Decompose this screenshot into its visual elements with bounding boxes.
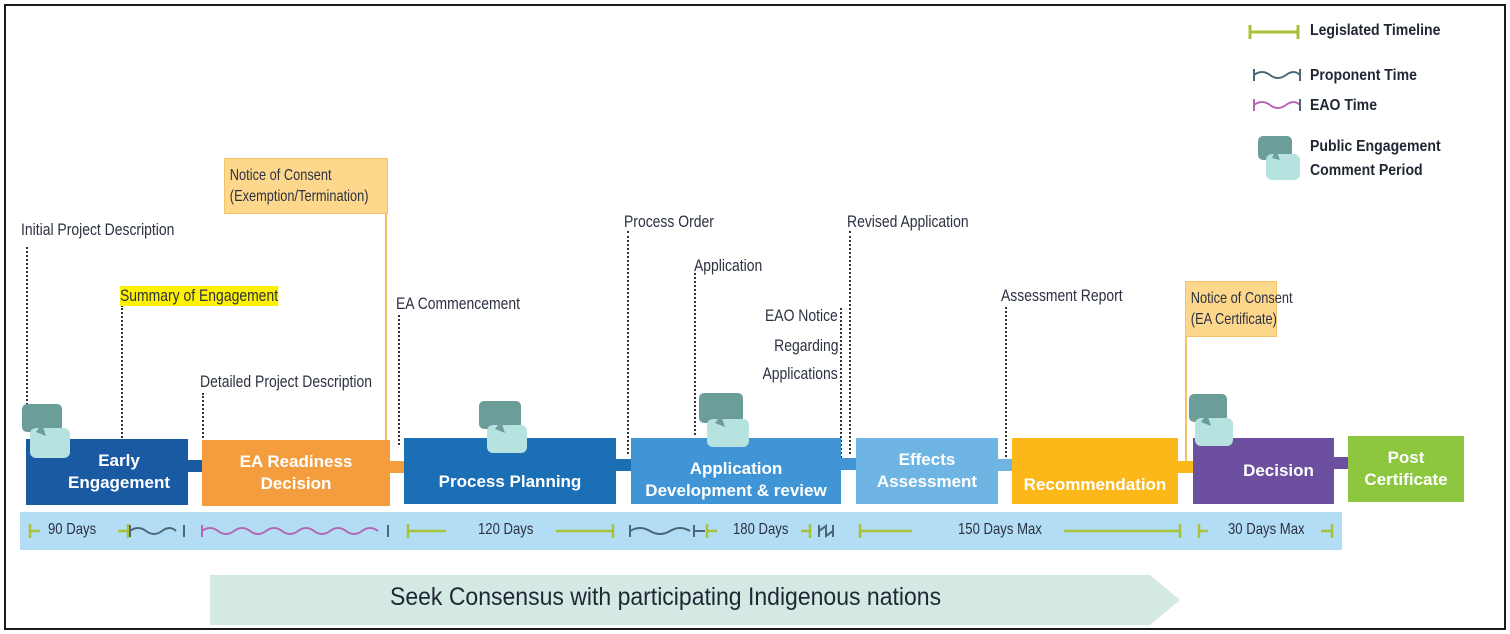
stage-planning-label: Process Planning (438, 472, 582, 491)
revised-label: Revised Application (847, 212, 969, 231)
comment-bubble-legend-icon (1258, 136, 1300, 180)
consensus-label: Seek Consensus with participating Indige… (390, 583, 942, 611)
eao-notice-line2: Regarding (773, 336, 838, 355)
eao-notice-line3: Applications (762, 364, 838, 383)
initial-pd-line (26, 247, 28, 405)
notice2-line (1185, 336, 1187, 466)
stage-early-line2: Engagement (67, 473, 171, 492)
commencement-line (398, 315, 400, 445)
stage-decision: Decision (1193, 438, 1334, 504)
arrow-early-body (188, 460, 204, 472)
legend-eao-label: EAO Time (1310, 97, 1378, 114)
application-label: Application (694, 256, 763, 275)
process-order-line (627, 231, 629, 454)
legend-legislated-label: Legislated Timeline (1310, 22, 1441, 39)
stage-application-line2: Development & review (645, 481, 827, 500)
notice1-line2: (Exemption/Termination) (229, 188, 369, 205)
timeline-marks (28, 524, 1334, 538)
stage-effects-line1: Effects (898, 450, 956, 469)
duration-150: 150 Days Max (958, 521, 1042, 538)
stage-application-line1: Application (689, 459, 783, 478)
notice1-line (385, 213, 387, 443)
stage-recommendation-label: Recommendation (1023, 475, 1167, 494)
legislated-legend-icon (1248, 25, 1300, 39)
comment-bubble-icon (22, 404, 70, 458)
summary-label: Summary of Engagement (120, 286, 279, 306)
assessment-report-label: Assessment Report (1001, 286, 1123, 305)
stage-readiness-line1: EA Readiness (239, 452, 353, 471)
notice1-box: Notice of Consent (Exemption/Termination… (224, 158, 388, 214)
notice1-line1: Notice of Consent (229, 167, 332, 184)
comment-bubble-icon (1189, 394, 1233, 446)
stage-post-line2: Certificate (1364, 470, 1448, 489)
revised-line (849, 231, 851, 454)
stage-early-line1: Early (98, 451, 140, 470)
summary-line (121, 305, 123, 438)
eao-legend-icon (1253, 99, 1301, 111)
stage-readiness-line2: Decision (260, 474, 332, 493)
stage-effects-line2: Assessment (876, 472, 978, 491)
notice2-line1: Notice of Consent (1190, 290, 1293, 307)
legend-proponent-label: Proponent Time (1310, 67, 1417, 84)
stage-recommendation: Recommendation (1012, 438, 1178, 504)
arrow-application-body (841, 458, 857, 470)
process-order-label: Process Order (624, 212, 714, 231)
duration-90: 90 Days (48, 521, 97, 538)
arrow-planning-body (616, 459, 632, 471)
initial-pd-label: Initial Project Description (21, 220, 175, 239)
legend-public-line2: Comment Period (1310, 162, 1423, 179)
notice2-box: Notice of Consent (EA Certificate) (1185, 281, 1293, 337)
notice2-line2: (EA Certificate) (1190, 311, 1277, 328)
stage-decision-label: Decision (1243, 461, 1314, 480)
detailed-pd-line (202, 393, 204, 438)
eao-notice-line1: EAO Notice (765, 306, 838, 325)
duration-180: 180 Days (733, 521, 789, 538)
arrow-decision-body (1334, 457, 1352, 469)
proponent-legend-icon (1253, 69, 1301, 81)
duration-30: 30 Days Max (1228, 521, 1305, 538)
stage-post-line1: Post (1387, 448, 1425, 467)
application-line (694, 273, 696, 435)
legend-public-line1: Public Engagement (1310, 138, 1441, 155)
comment-bubble-icon (479, 401, 527, 453)
commencement-label: EA Commencement (396, 294, 520, 313)
comment-bubble-icon (699, 393, 749, 447)
consensus-arrow (210, 575, 1180, 625)
detailed-pd-label: Detailed Project Description (200, 372, 373, 391)
assessment-report-line (1005, 307, 1007, 457)
arrow-effects-body (998, 459, 1016, 471)
eao-notice-line (840, 308, 842, 458)
duration-120: 120 Days (478, 521, 534, 538)
